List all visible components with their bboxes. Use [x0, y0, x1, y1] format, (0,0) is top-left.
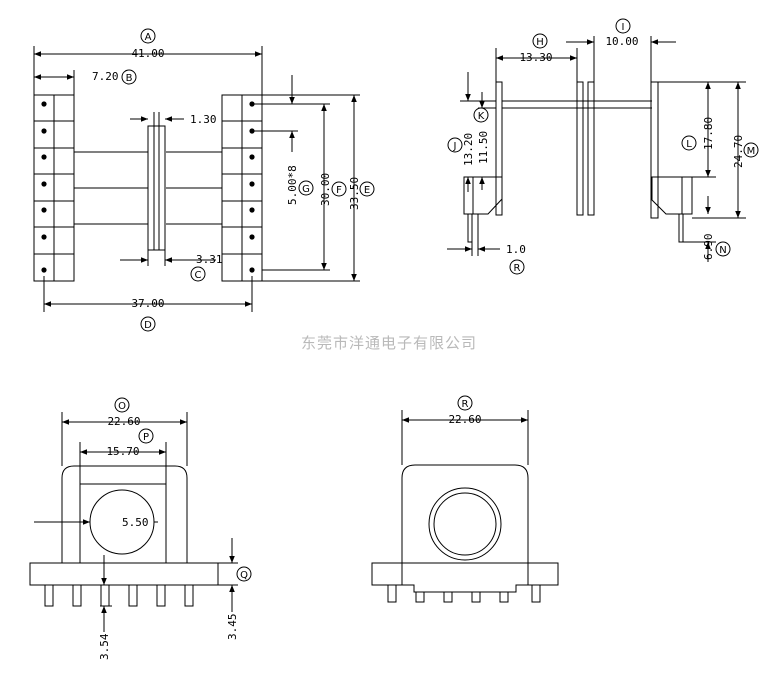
dim-N-value: 6.90 [702, 234, 715, 261]
label-R-circle [509, 259, 525, 275]
dim-Q-value: 3.45 [226, 614, 239, 641]
side-left-pin [467, 213, 473, 243]
label-E-circle [359, 181, 375, 197]
dim-D-value: 37.00 [131, 297, 164, 310]
dim-P-value: 15.70 [106, 445, 139, 458]
label-G-circle [298, 180, 314, 196]
top-view [33, 46, 360, 312]
label-O: O [118, 401, 126, 412]
label-C: C [195, 270, 202, 281]
dim-I-value: 10.00 [605, 35, 638, 48]
label-K-circle [473, 107, 489, 123]
label-D-circle [140, 316, 156, 332]
label-B: B [126, 73, 133, 84]
label-H: H [536, 37, 544, 48]
label-M: M [747, 146, 756, 157]
label-L-circle [681, 135, 697, 151]
label-I-circle [615, 18, 631, 34]
dim-M-value: 24.70 [732, 135, 745, 168]
label-P: P [143, 432, 149, 443]
label-R-rear: R [462, 399, 469, 410]
rear-body [401, 464, 529, 563]
side-right-flange [650, 81, 659, 219]
company-watermark: 东莞市洋通电子有限公司 [301, 334, 477, 352]
label-A: A [145, 32, 152, 43]
dim-K-value: 11.50 [477, 131, 490, 164]
dim-J-value: 13.20 [462, 133, 475, 166]
label-Q: Q [240, 570, 248, 581]
dim-pin-length-value: 3.54 [98, 633, 111, 660]
label-D: D [144, 320, 152, 331]
front-body [61, 465, 188, 563]
dim-F-value: 30.00 [319, 173, 332, 206]
dim-pin-width-value: 1.30 [190, 113, 217, 126]
label-B-circle [121, 69, 137, 85]
center-flange-a [147, 125, 155, 251]
dim-L-value: 17.80 [702, 117, 715, 150]
label-F-circle [331, 181, 347, 197]
dim-R-width-value: 22.60 [448, 413, 481, 426]
side-view [447, 36, 746, 262]
rear-inner-ring [433, 492, 497, 556]
dim-hole-value: 5.50 [122, 516, 149, 529]
side-mid-flange-b [587, 81, 595, 216]
label-F: F [336, 185, 342, 196]
label-J: J [453, 141, 457, 152]
label-C-circle [190, 266, 206, 282]
label-L: L [686, 139, 692, 150]
label-Q-circle [236, 566, 252, 582]
rear-view [371, 410, 559, 603]
label-I: I [622, 22, 625, 33]
label-J-circle [447, 137, 463, 153]
dim-H-value: 13.30 [519, 51, 552, 64]
dim-A-value: 41.00 [131, 47, 164, 60]
side-mid-flange-a [576, 81, 584, 216]
dim-R-pin-value: 1.0 [506, 243, 526, 256]
label-R: R [514, 263, 521, 274]
label-M-circle [743, 142, 759, 158]
circled-labels [114, 18, 759, 582]
label-N-circle [715, 241, 731, 257]
front-base [29, 562, 219, 586]
dim-O-value: 22.60 [107, 415, 140, 428]
label-A-circle [140, 28, 156, 44]
side-left-flange [495, 81, 503, 216]
rear-pins [387, 584, 541, 603]
front-view [29, 412, 238, 632]
side-right-pin [678, 213, 684, 243]
label-R2-circle [457, 395, 473, 411]
front-pins [44, 584, 194, 607]
dim-G-value: 5.00*8 [286, 165, 299, 205]
dim-B-value: 7.20 [92, 70, 119, 83]
pin-rows [34, 120, 262, 255]
label-N: N [719, 245, 726, 256]
label-K: K [478, 111, 485, 122]
label-E: E [364, 185, 370, 196]
label-O-circle [114, 397, 130, 413]
rear-outer-ring [428, 487, 502, 561]
label-H-circle [532, 33, 548, 49]
dim-E-value: 33.50 [348, 177, 361, 210]
circled-label-letters: A B C D E F G H I J K L M N O P Q R R [118, 22, 755, 581]
label-P-circle [138, 428, 154, 444]
dim-C-value: 3.31 [196, 253, 223, 266]
label-G: G [302, 184, 310, 195]
center-flange-b [158, 125, 166, 251]
